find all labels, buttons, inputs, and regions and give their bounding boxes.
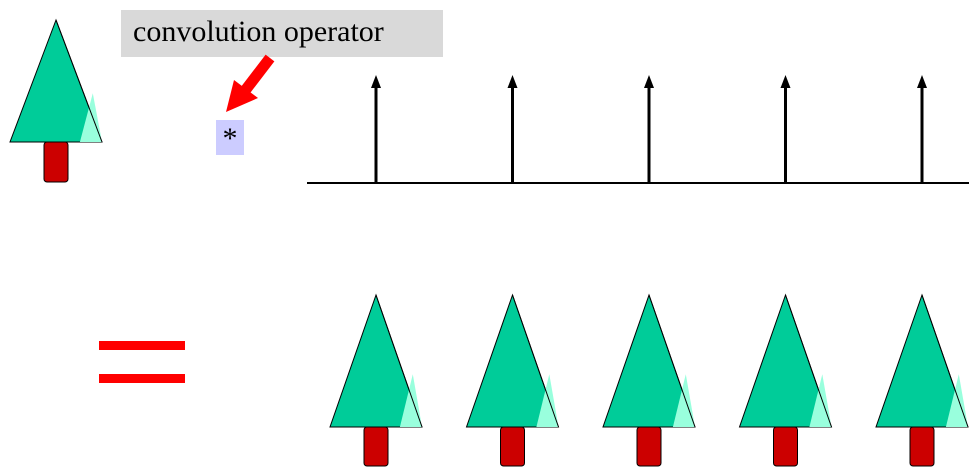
equals-bar-top xyxy=(99,341,185,350)
result-tree-1-highlight xyxy=(399,374,422,427)
input-tree-highlight xyxy=(79,93,102,142)
result-tree-5 xyxy=(875,293,969,467)
pointer-arrow-shaft xyxy=(239,54,275,96)
result-tree-3-trunk xyxy=(636,426,662,467)
result-tree-2-trunk xyxy=(500,426,525,467)
input-tree xyxy=(9,18,103,183)
annotation-label-box xyxy=(121,10,443,57)
result-tree-2-highlight xyxy=(536,374,559,427)
result-tree-1-crown-edge xyxy=(375,294,423,428)
result-tree-3 xyxy=(602,293,696,467)
result-tree-4 xyxy=(738,293,833,467)
result-tree-4-crown-edge xyxy=(785,294,832,428)
result-tree-2-crown-edge xyxy=(512,294,559,428)
result-tree-3-highlight xyxy=(672,374,695,427)
result-tree-2 xyxy=(465,293,560,467)
impulse-3-head xyxy=(644,75,654,88)
operator-box xyxy=(216,120,244,155)
operator-symbol: * xyxy=(222,122,238,155)
result-tree-4-highlight xyxy=(809,374,832,427)
impulse-4-head xyxy=(780,75,791,88)
equals-sign xyxy=(99,341,185,383)
result-tree-5-crown-edge xyxy=(921,294,969,428)
result-trees xyxy=(329,293,969,467)
result-tree-4-trunk xyxy=(773,426,798,467)
result-tree-1-trunk xyxy=(363,426,389,467)
pointer-arrow xyxy=(226,54,275,112)
input-tree-trunk xyxy=(43,141,69,183)
result-tree-5-trunk xyxy=(909,426,935,467)
annotation-label: convolution operator xyxy=(133,15,384,48)
impulse-2-head xyxy=(507,75,518,88)
equals-bar-bottom xyxy=(99,374,185,383)
input-tree-crown-edge xyxy=(55,19,103,143)
impulse-train xyxy=(307,75,969,184)
pointer-arrow-head xyxy=(226,80,258,112)
input-tree xyxy=(9,18,103,183)
impulse-5-head xyxy=(917,75,927,88)
impulse-1-head xyxy=(371,75,381,88)
result-tree-5-highlight xyxy=(945,374,968,427)
result-tree-3-crown-edge xyxy=(648,294,696,428)
result-tree-1 xyxy=(329,293,423,467)
